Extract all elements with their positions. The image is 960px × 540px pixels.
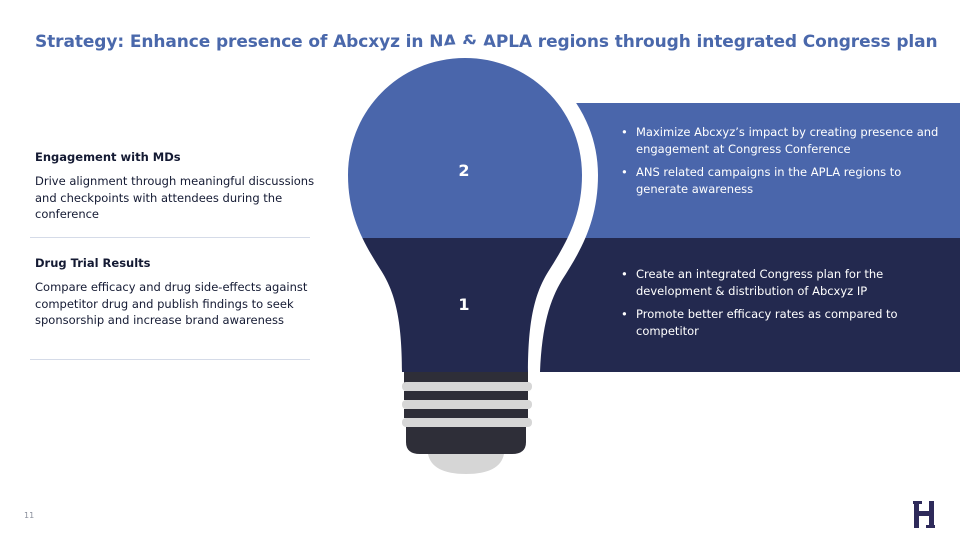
bottom-band-bullets: •Create an integrated Congress plan for … xyxy=(620,266,940,346)
bulb-base-band-1 xyxy=(404,391,528,400)
bulb-base-top xyxy=(404,372,528,384)
top-band xyxy=(540,103,960,238)
bulb-base-bottom xyxy=(406,427,526,454)
left-divider-1 xyxy=(30,237,310,238)
drug-trial-body: Compare efficacy and drug side-effects a… xyxy=(35,280,308,327)
bulb-number-1: 1 xyxy=(458,295,470,314)
engagement-body: Drive alignment through meaningful discu… xyxy=(35,174,315,221)
top-bullet-text-1: Maximize Abcxyz’s impact by creating pre… xyxy=(636,125,939,156)
bulb-number-2: 2 xyxy=(458,161,470,180)
bottom-bullet-text-1: Create an integrated Congress plan for t… xyxy=(636,267,884,298)
slide-title: Strategy: Enhance presence of Abcxyz in … xyxy=(35,32,938,52)
page-number: 11 xyxy=(24,511,35,520)
company-logo-icon xyxy=(913,501,935,528)
bulb-tip xyxy=(428,454,504,474)
engagement-block: Engagement with MDs Drive alignment thro… xyxy=(35,150,315,223)
engagement-heading: Engagement with MDs xyxy=(35,150,181,164)
bulb-stripe-2 xyxy=(402,400,532,409)
bottom-band xyxy=(540,238,960,372)
bottom-bullet-text-2: Promote better efficacy rates as compare… xyxy=(636,307,898,338)
top-bullet: •ANS related campaigns in the APLA regio… xyxy=(621,165,902,196)
bulb-stripe-1 xyxy=(402,382,532,391)
bulb-base-band-2 xyxy=(404,409,528,418)
drug-trial-block: Drug Trial Results Compare efficacy and … xyxy=(35,256,315,329)
top-bullet: •Maximize Abcxyz’s impact by creating pr… xyxy=(621,125,939,156)
bottom-bullet: •Create an integrated Congress plan for … xyxy=(621,267,884,298)
bulb-stripe-3 xyxy=(402,418,532,427)
top-bullet-text-2: ANS related campaigns in the APLA region… xyxy=(636,165,902,196)
top-band-bullets: •Maximize Abcxyz’s impact by creating pr… xyxy=(620,124,940,204)
drug-trial-heading: Drug Trial Results xyxy=(35,256,151,270)
bottom-bullet: •Promote better efficacy rates as compar… xyxy=(621,307,898,338)
left-divider-2 xyxy=(30,359,310,360)
bulb-top-fill xyxy=(348,58,582,238)
